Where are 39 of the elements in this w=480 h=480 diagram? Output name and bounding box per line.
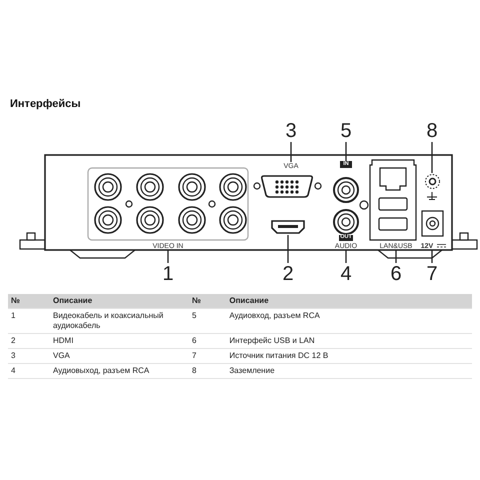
callout-number: 4 <box>336 263 356 285</box>
row-number: 3 <box>8 348 50 364</box>
column-header: Описание <box>50 294 190 308</box>
description-text: Интерфейс USB и LAN <box>226 334 472 348</box>
leader-line <box>345 250 347 263</box>
description-text: Заземление <box>226 364 472 378</box>
description-text: HDMI <box>50 334 190 348</box>
leader-line <box>345 142 347 161</box>
row-number: 5 <box>189 308 226 334</box>
leader-line <box>431 142 433 173</box>
ground-terminal-icon <box>424 173 441 190</box>
description-text: Аудиовыход, разъем RCA <box>50 364 190 378</box>
callout-number: 7 <box>422 263 442 285</box>
column-header: Описание <box>226 294 472 308</box>
row-number: 4 <box>8 364 50 378</box>
description-text: Аудиовход, разъем RCA <box>226 308 472 334</box>
hdmi-port-icon <box>269 219 307 235</box>
row-number: 2 <box>8 334 50 348</box>
description-text: VGA <box>50 348 190 364</box>
row-number: 8 <box>189 364 226 378</box>
section-title: Интерфейсы <box>10 98 81 110</box>
column-header: № <box>189 294 226 308</box>
leader-line <box>395 250 397 263</box>
row-number: 7 <box>189 348 226 364</box>
column-header: № <box>8 294 50 308</box>
row-number: 6 <box>189 334 226 348</box>
leader-line <box>431 250 433 263</box>
leader-line <box>290 142 292 162</box>
description-text: Видеокабель и коаксиальный аудиокабель <box>50 308 190 334</box>
callout-number: 2 <box>278 263 298 285</box>
description-text: Источник питания DC 12 В <box>226 348 472 364</box>
leader-line <box>287 235 289 263</box>
callout-number: 5 <box>336 120 356 142</box>
callout-number: 3 <box>281 120 301 142</box>
callout-number: 8 <box>422 120 442 142</box>
row-number: 1 <box>8 308 50 334</box>
leader-line <box>167 250 169 263</box>
callout-number: 1 <box>158 263 178 285</box>
callout-number: 6 <box>386 263 406 285</box>
